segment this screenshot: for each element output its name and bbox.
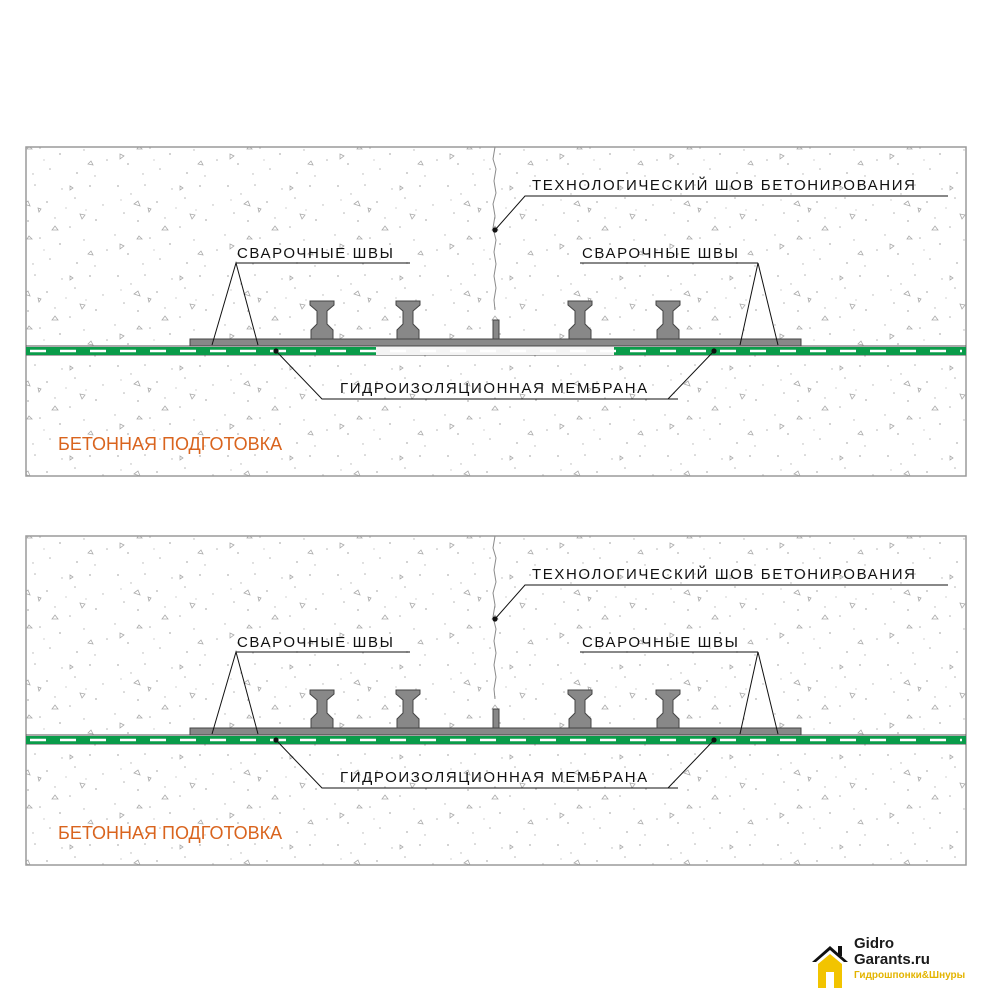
center-rib [492, 708, 500, 729]
leader-dot-membrane-left [273, 737, 279, 743]
logo-tagline: Гидрошпонки&Шнуры [854, 970, 966, 981]
concrete-slab [26, 147, 966, 346]
waterstop-profile [189, 300, 802, 347]
label-welds-right: СВАРОЧНЫЕ ШВЫ [582, 245, 739, 262]
center-rib [492, 319, 500, 340]
logo-text-line2: Garants.ru [854, 951, 930, 968]
leader-construction-joint [494, 584, 948, 620]
construction-joint-crack [492, 535, 497, 700]
concrete-preparation [26, 744, 966, 865]
label-welds-left: СВАРОЧНЫЕ ШВЫ [237, 245, 394, 262]
construction-joint-crack [492, 146, 497, 311]
concrete-preparation [26, 355, 966, 476]
leader-membrane-right [667, 350, 715, 400]
label-welds-right: СВАРОЧНЫЕ ШВЫ [582, 634, 739, 651]
waterstop-profile [189, 689, 802, 736]
waterproofing-membrane [26, 345, 966, 356]
panel-border [25, 535, 967, 866]
label-concrete-preparation: БЕТОННАЯ ПОДГОТОВКА [58, 434, 282, 454]
section-panel-bottom: ТЕХНОЛОГИЧЕСКИЙ ШОВ БЕТОНИРОВАНИЯ СВАРОЧН… [25, 535, 967, 866]
label-construction-joint: ТЕХНОЛОГИЧЕСКИЙ ШОВ БЕТОНИРОВАНИЯ [532, 565, 917, 583]
leader-membrane-left [275, 739, 678, 789]
house-icon [812, 946, 848, 988]
anchor-rib-2 [395, 300, 421, 340]
anchor-rib-3 [567, 689, 593, 729]
leader-dot-membrane-right [711, 737, 717, 743]
anchor-rib-4 [655, 689, 681, 729]
anchor-rib-3 [567, 300, 593, 340]
label-construction-joint: ТЕХНОЛОГИЧЕСКИЙ ШОВ БЕТОНИРОВАНИЯ [532, 176, 917, 194]
anchor-rib-1 [309, 300, 335, 340]
waterproofing-membrane [26, 734, 966, 745]
leader-membrane-left [275, 350, 678, 400]
leader-membrane-right [667, 739, 715, 789]
label-welds-left: СВАРОЧНЫЕ ШВЫ [237, 634, 394, 651]
leader-dot-construction-joint [492, 616, 498, 622]
anchor-rib-1 [309, 689, 335, 729]
label-concrete-preparation: БЕТОННАЯ ПОДГОТОВКА [58, 823, 282, 843]
section-panel-top: ТЕХНОЛОГИЧЕСКИЙ ШОВ БЕТОНИРОВАНИЯ СВАРОЧН… [25, 146, 967, 477]
leader-construction-joint [494, 195, 948, 231]
panel-border [25, 146, 967, 477]
concrete-slab [26, 536, 966, 735]
anchor-rib-2 [395, 689, 421, 729]
leader-dot-membrane-right [711, 348, 717, 354]
leader-dot-construction-joint [492, 227, 498, 233]
label-membrane: ГИДРОИЗОЛЯЦИОННАЯ МЕМБРАНА [340, 380, 649, 397]
leader-dot-membrane-left [273, 348, 279, 354]
label-membrane: ГИДРОИЗОЛЯЦИОННАЯ МЕМБРАНА [340, 769, 649, 786]
anchor-rib-4 [655, 300, 681, 340]
logo-text-line1: Gidro [854, 935, 894, 952]
gidrogarants-logo[interactable]: Gidro Garants.ru Гидрошпонки&Шнуры [808, 930, 998, 992]
